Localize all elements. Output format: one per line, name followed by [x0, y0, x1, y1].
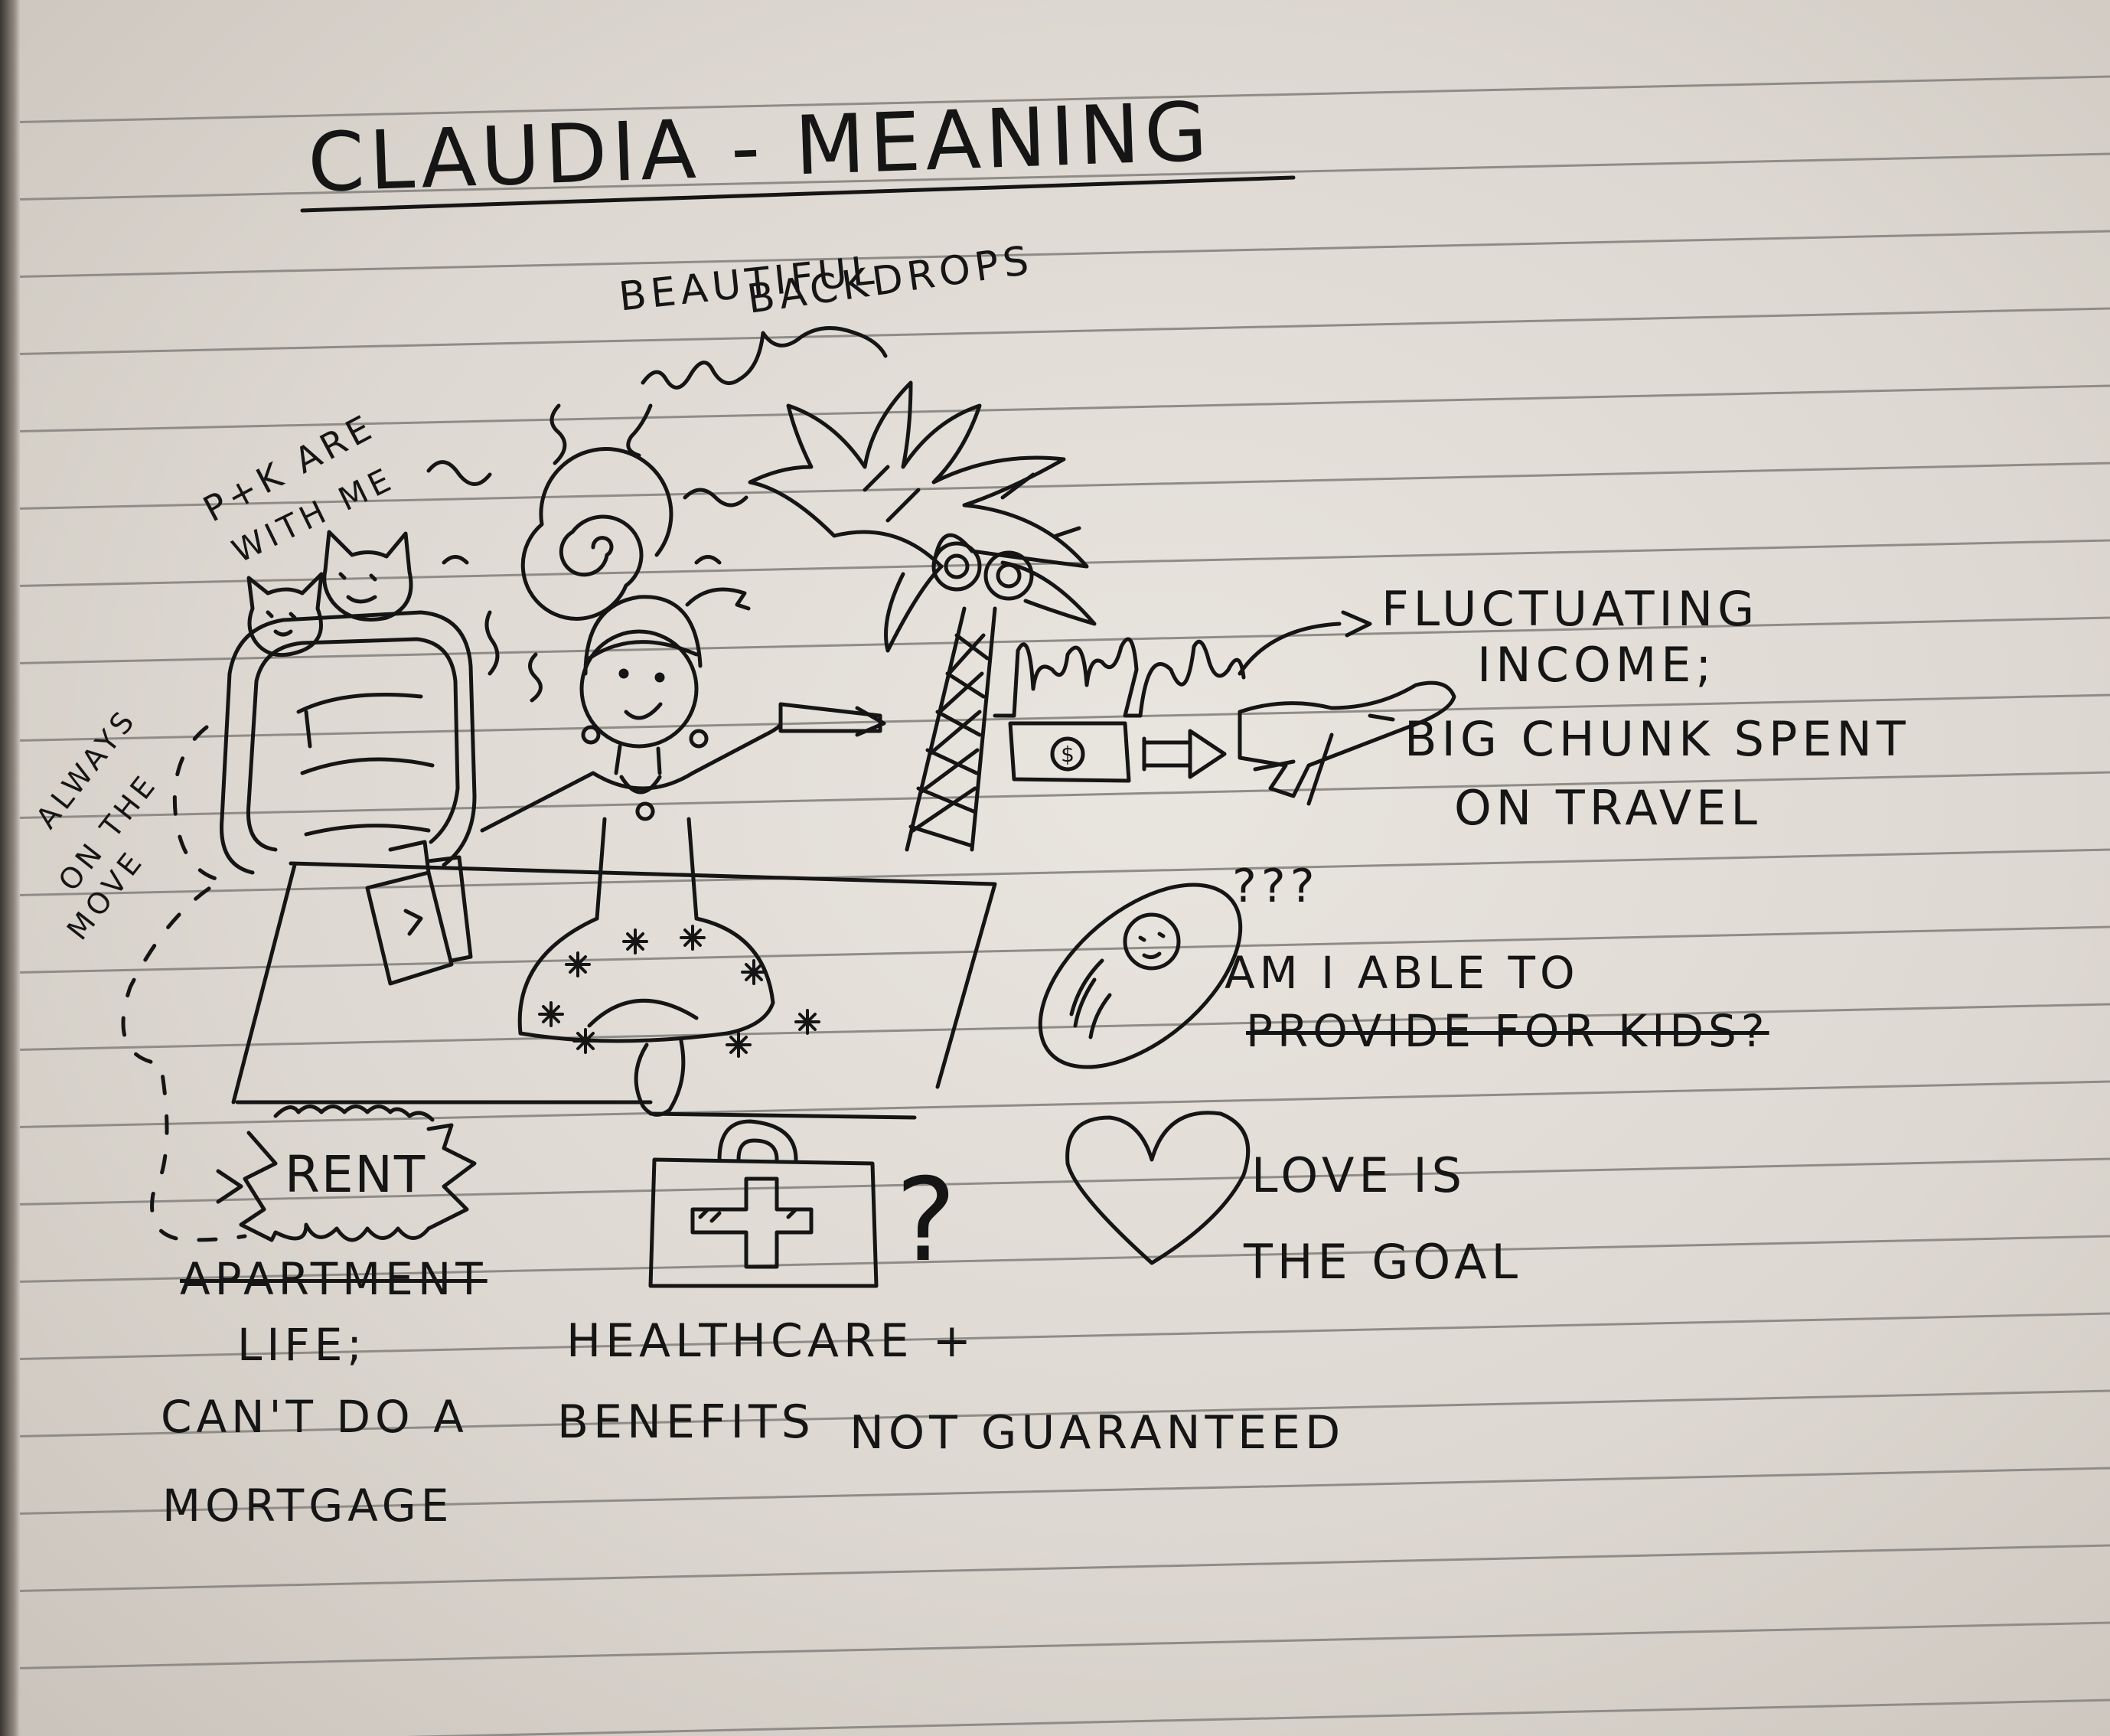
path-arrowhead	[216, 1169, 243, 1204]
label-provide-for-kids: PROVIDE FOR KIDS?	[1246, 1005, 1769, 1057]
income-wave	[993, 637, 1246, 718]
label-the-goal: THE GOAL	[1244, 1234, 1523, 1290]
label-not-guaranteed: NOT GUARANTEED	[850, 1406, 1345, 1460]
label-am-i-able: AM I ABLE TO	[1225, 947, 1580, 999]
label-on-travel: ON TRAVEL	[1454, 780, 1762, 836]
backpack-icon	[220, 610, 477, 875]
label-love-is: LOVE IS	[1251, 1147, 1466, 1203]
rent-burst-icon	[239, 1123, 477, 1242]
ruled-line	[0, 1389, 2110, 1438]
label-income: INCOME;	[1477, 637, 1717, 693]
palm-tree-icon	[748, 380, 1097, 852]
heart-icon	[1065, 1111, 1251, 1265]
airplane-icon	[1238, 680, 1456, 806]
equals-arrow	[1142, 729, 1227, 779]
ruled-line	[0, 925, 2110, 974]
label-cant-do-a: CAN'T DO A	[161, 1391, 468, 1443]
skirt-stars	[538, 925, 820, 1058]
notebook-binding-edge	[0, 0, 20, 1736]
ruled-line	[0, 1003, 2110, 1052]
ruled-line	[0, 384, 2110, 433]
baby-icon	[1038, 883, 1243, 1069]
ruled-line	[0, 1312, 2110, 1361]
sun-spiral-icon	[520, 447, 673, 621]
label-life: LIFE;	[237, 1319, 367, 1371]
label-fluctuating: FLUCTUATING	[1381, 581, 1759, 637]
label-healthcare: HEALTHCARE +	[566, 1314, 976, 1368]
floor-lines	[231, 861, 997, 1122]
ruled-line	[0, 1621, 2110, 1670]
woman-figure	[480, 587, 886, 1117]
arrow-to-fluctuating	[1238, 610, 1372, 676]
ruled-line	[0, 771, 2110, 820]
cards-in-hand-icon	[365, 840, 473, 986]
label-benefits: BENEFITS	[557, 1395, 815, 1449]
ruled-line	[0, 1467, 2110, 1516]
ruled-line	[404, 1698, 2110, 1736]
ruled-line	[0, 307, 2110, 356]
ruled-line	[0, 1157, 2110, 1206]
label-question-marks: ???	[1232, 860, 1319, 913]
ruled-line	[0, 693, 2110, 742]
label-apartment: APARTMENT	[180, 1253, 488, 1305]
dashed-travel-path	[121, 725, 247, 1242]
ruled-line	[0, 616, 2110, 665]
ruled-line	[0, 848, 2110, 897]
label-big-chunk: BIG CHUNK SPENT	[1404, 711, 1910, 767]
title-underline	[300, 175, 1296, 213]
medical-kit-icon	[648, 1119, 879, 1288]
ruled-line	[0, 462, 2110, 511]
heat-squiggles	[426, 403, 748, 703]
dollar-sign: $	[1061, 742, 1075, 767]
ruled-line	[0, 1080, 2110, 1129]
ruled-line	[0, 152, 2110, 201]
ruled-line	[0, 1235, 2110, 1284]
dollar-bill-icon	[1008, 721, 1131, 783]
cats-icon	[246, 530, 413, 658]
question-mark-icon: ?	[895, 1154, 961, 1287]
ruled-line	[0, 75, 2110, 124]
backdrops-squiggle	[641, 326, 888, 390]
ruled-line	[0, 230, 2110, 279]
label-rent: RENT	[285, 1145, 427, 1204]
ruled-line	[0, 1544, 2110, 1593]
label-mortgage: MORTGAGE	[162, 1480, 454, 1532]
